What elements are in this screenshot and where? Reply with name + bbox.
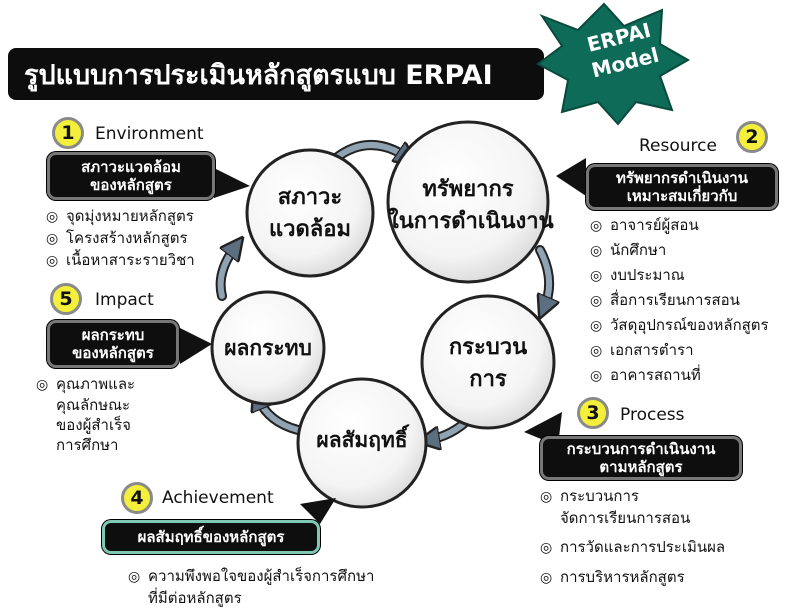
items-impact: ◎คุณภาพและ คุณลักษณะ ของผู้สำเร็จ การศึก… [36, 374, 135, 455]
circle-impact [210, 290, 326, 406]
items-process: ◎กระบวนการ จัดการเรียนการสอน ◎การวัดและก… [540, 486, 725, 589]
list-item: ◎สื่อการเรียนการสอน [590, 288, 769, 313]
list-item: ◎เอกสารตำรา [590, 338, 769, 363]
pill-achievement: ผลสัมฤทธิ์ของหลักสูตร [102, 520, 320, 554]
list-item: ◎อาจารย์ผู้สอน [590, 213, 769, 238]
list-item: ◎วัสดุอุปกรณ์ของหลักสูตร [590, 313, 769, 338]
page-title: รูปแบบการประเมินหลักสูตรแบบ ERPAI [8, 48, 544, 100]
circle-achievement [296, 377, 428, 509]
pointer-achievement [300, 498, 336, 524]
starburst-shape [536, 2, 690, 126]
items-achievement: ◎ความพึงพอใจของผู้สำเร็จการศึกษา ที่มีต่… [128, 566, 374, 609]
english-label-resource: Resource [639, 136, 717, 156]
list-item: ◎โครงสร้างหลักสูตร [46, 228, 195, 250]
list-item-continuation: การศึกษา [56, 436, 119, 454]
items-resource: ◎อาจารย์ผู้สอน ◎นักศึกษา ◎งบประมาณ ◎สื่อ… [590, 213, 769, 388]
bullet-icon: ◎ [46, 209, 59, 225]
list-item: ◎จุดมุ่งหมายหลักสูตร [46, 206, 195, 228]
list-item: ◎ความพึงพอใจของผู้สำเร็จการศึกษา [128, 566, 374, 588]
english-label-achievement: Achievement [162, 488, 274, 508]
pill-resource: ทรัพยากรดำเนินงาน เหมาะสมเกี่ยวกับ [586, 164, 778, 210]
circle-label-achievement: ผลสัมฤทธิ์ [316, 428, 408, 452]
circle-label-process: กระบวน การ [448, 335, 528, 392]
list-item: ◎การวัดและการประเมินผล [540, 537, 725, 559]
bullet-icon: ◎ [590, 343, 603, 359]
bullet-icon: ◎ [590, 368, 603, 384]
pointer-impact [180, 328, 212, 364]
pill-impact: ผลกระทบ ของหลักสูตร [47, 320, 179, 368]
pill-process: กระบวนการดำเนินงาน ตามหลักสูตร [540, 436, 742, 480]
pointer-resource [556, 158, 586, 196]
bullet-icon: ◎ [590, 268, 603, 284]
bullet-icon: ◎ [540, 570, 553, 586]
list-item: ◎อาคารสถานที่ [590, 363, 769, 388]
english-label-impact: Impact [95, 290, 154, 310]
pointer-environment [214, 168, 250, 198]
list-item: ◎คุณภาพและ [36, 375, 136, 393]
bullet-icon: ◎ [590, 218, 603, 234]
list-item: ◎กระบวนการ [540, 486, 725, 508]
bullet-icon: ◎ [36, 377, 49, 393]
list-item-continuation: จัดการเรียนการสอน [560, 509, 691, 527]
bullet-icon: ◎ [590, 243, 603, 259]
model-badge [536, 2, 690, 126]
circle-process [420, 294, 556, 430]
circle-label-resource: ทรัพยากร ในการดำเนินงาน [388, 177, 554, 234]
english-label-environment: Environment [95, 124, 204, 144]
list-item: ◎การบริหารหลักสูตร [540, 567, 725, 589]
number-badge-process: 3 [577, 397, 609, 429]
list-item: ◎เนื้อหาสาระรายวิชา [46, 250, 195, 272]
number-badge-impact: 5 [50, 283, 82, 315]
list-item-continuation: ของผู้สำเร็จ [56, 416, 131, 434]
circle-resource [386, 120, 550, 284]
circle-environment [245, 148, 375, 278]
list-item-continuation: คุณลักษณะ [56, 396, 131, 414]
bullet-icon: ◎ [540, 540, 553, 556]
pill-environment: สภาวะแวดล้อม ของหลักสูตร [47, 152, 215, 200]
number-badge-environment: 1 [52, 117, 84, 149]
bullet-icon: ◎ [590, 293, 603, 309]
number-badge-resource: 2 [736, 121, 768, 153]
bullet-icon: ◎ [46, 231, 59, 247]
number-badge-achievement: 4 [121, 482, 153, 514]
bullet-icon: ◎ [590, 318, 603, 334]
circle-label-impact: ผลกระทบ [224, 336, 312, 360]
list-item-continuation: ที่มีต่อหลักสูตร [148, 589, 242, 607]
bullet-icon: ◎ [128, 569, 141, 585]
bullet-icon: ◎ [540, 489, 553, 505]
list-item: ◎งบประมาณ [590, 263, 769, 288]
bullet-icon: ◎ [46, 253, 59, 269]
circle-label-environment: สภาวะ แวดล้อม [268, 185, 352, 242]
english-label-process: Process [620, 405, 685, 425]
list-item: ◎นักศึกษา [590, 238, 769, 263]
items-environment: ◎จุดมุ่งหมายหลักสูตร ◎โครงสร้างหลักสูตร … [46, 206, 195, 272]
